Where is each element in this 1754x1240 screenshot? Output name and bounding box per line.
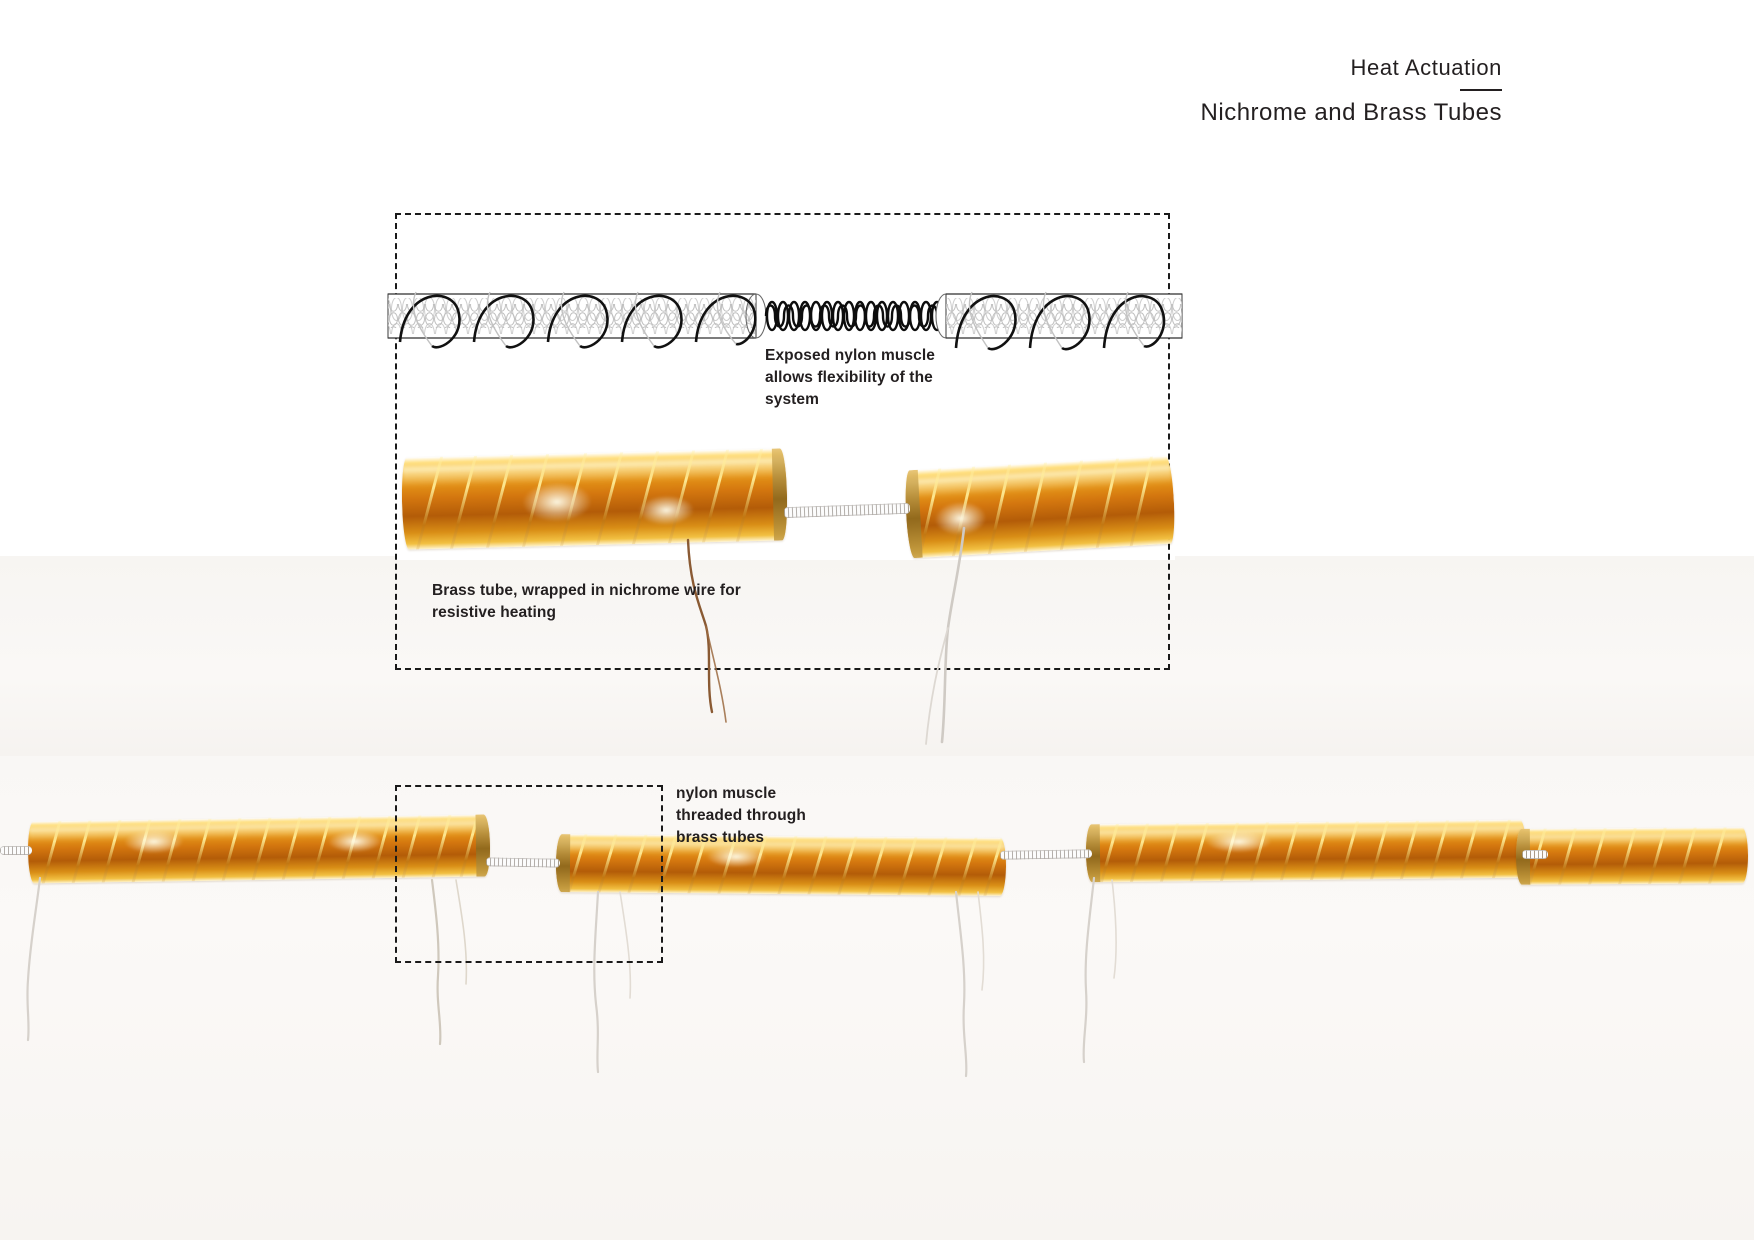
- schematic-nichrome-helix-left-back: [412, 291, 737, 347]
- brass-tube-lower-3: [1085, 819, 1527, 883]
- schematic-nichrome-helix-right: [954, 294, 1166, 351]
- page-title: Heat Actuation: [1350, 55, 1502, 80]
- nylon-muscle-lower-2: [999, 849, 1093, 860]
- title-divider: [1460, 89, 1502, 92]
- brass-tube-upper-right: [903, 455, 1177, 559]
- nylon-muscle-lower-3: [1522, 850, 1548, 859]
- brass-tube-lower-1: [27, 814, 491, 884]
- nichrome-wrap-lower-3: [1086, 819, 1527, 883]
- nylon-muscle-lower-1: [485, 857, 561, 868]
- schematic-tube-right: [935, 293, 1183, 339]
- schematic-nichrome-helix-right-back: [968, 291, 1145, 349]
- page-subtitle: Nichrome and Brass Tubes: [1200, 99, 1502, 127]
- callout-brass-tube: Brass tube, wrapped in nichrome wire for…: [432, 582, 741, 621]
- coil-schematic-diagram: [387, 291, 1183, 351]
- brass-tube-upper-left: [400, 448, 789, 550]
- schematic-tube-left: [387, 293, 767, 339]
- nichrome-wrap-left: [401, 448, 788, 550]
- nylon-muscle-lower-0: [0, 846, 32, 855]
- nichrome-wrap-lower-4: [1516, 827, 1748, 885]
- page-header: Heat Actuation Nichrome and Brass Tubes: [1200, 55, 1502, 127]
- photo-plate-upper: [0, 556, 1754, 756]
- brass-tube-lower-4: [1515, 827, 1749, 885]
- schematic-nichrome-helix-left: [398, 294, 757, 349]
- callout-exposed-nylon-muscle: Exposed nylon muscle allows flexibility …: [765, 347, 935, 408]
- callout-nylon-threaded: nylon muscle threaded through brass tube…: [676, 785, 806, 846]
- nichrome-wrap-lower-1: [28, 814, 491, 884]
- schematic-exposed-nylon-muscle: [764, 300, 948, 332]
